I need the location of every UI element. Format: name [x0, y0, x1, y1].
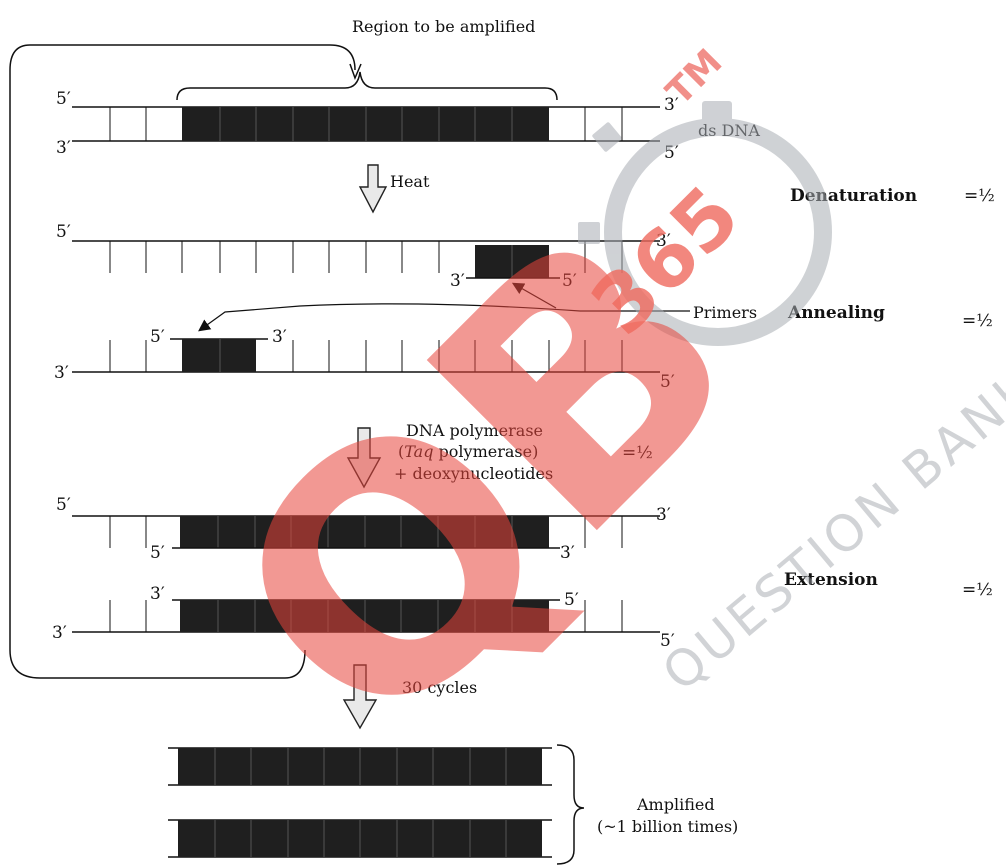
mark-extension: =½	[962, 580, 993, 600]
heat-arrow-icon	[360, 165, 386, 212]
dup2-new-3-end: 3′	[150, 584, 165, 604]
strand3-3-end: 3′	[54, 363, 69, 383]
dup1-5-end: 5′	[56, 495, 71, 515]
primers-label: Primers	[693, 303, 757, 322]
primer-left-5-end: 5′	[150, 327, 165, 347]
amplified-duplex-1	[168, 748, 552, 785]
amplified-brace	[557, 745, 584, 864]
heat-label: Heat	[390, 172, 430, 191]
ds-bottom-3-end: 3′	[56, 138, 71, 158]
region-label: Region to be amplified	[352, 17, 535, 36]
mark-annealing: =½	[962, 311, 993, 331]
primer-left-3-end: 3′	[272, 327, 287, 347]
primer-block-left	[182, 339, 256, 372]
mark-denaturation: =½	[964, 186, 995, 206]
ds-top-5-end: 5′	[56, 89, 71, 109]
dup2-3-end: 3′	[52, 623, 67, 643]
amplified-line-1: Amplified	[636, 795, 715, 814]
dup1-new-5-end: 5′	[150, 543, 165, 563]
region-brace	[177, 72, 557, 100]
amplified-duplex-2	[168, 820, 552, 857]
strand2-5-end: 5′	[56, 222, 71, 242]
ds-dna	[72, 107, 660, 141]
amplified-line-2: (~1 billion times)	[597, 817, 738, 836]
